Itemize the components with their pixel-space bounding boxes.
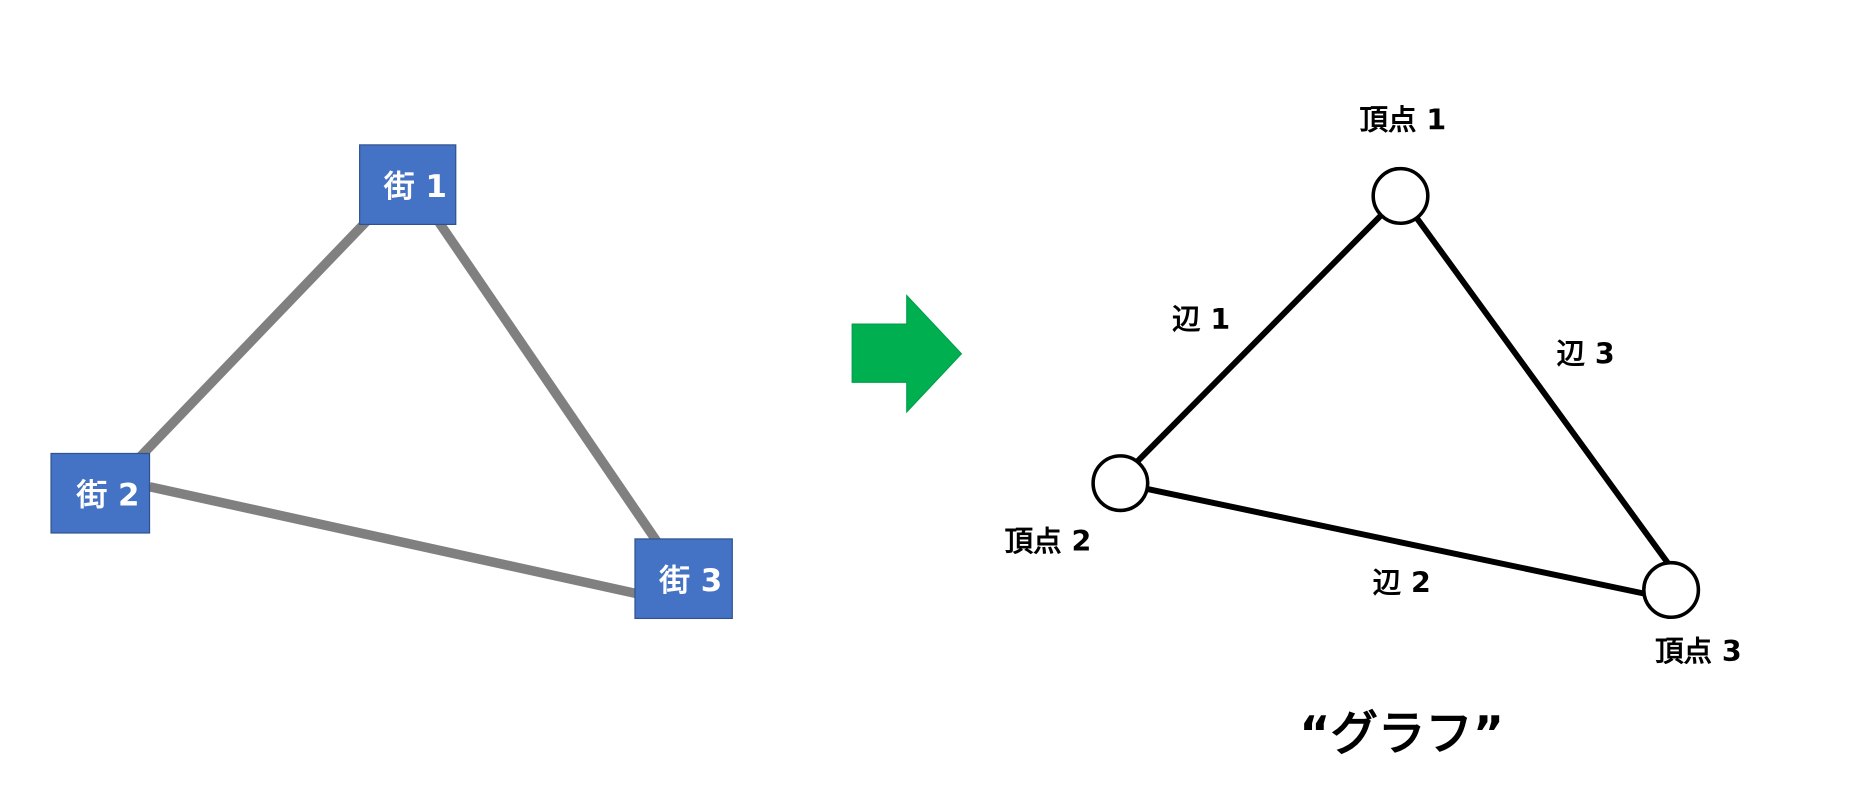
edge-2-label: 辺 2: [1373, 566, 1431, 599]
edge-1: [1134, 214, 1383, 464]
vertex-3: [1642, 560, 1701, 620]
edge-2: [1147, 486, 1645, 597]
edge-3: [1414, 216, 1670, 565]
graph-title: “グラフ”: [1299, 707, 1504, 762]
town-1-label: 街 1: [383, 169, 447, 205]
vertex-1: [1371, 166, 1430, 225]
vertex-1-label: 頂点 1: [1360, 103, 1447, 136]
vertex-2-label: 頂点 2: [1005, 525, 1092, 558]
vertex-2: [1091, 454, 1150, 513]
town-2: 街 2: [50, 452, 151, 534]
edge-1-label: 辺 1: [1172, 303, 1230, 336]
town-1: 街 1: [359, 144, 457, 225]
town-map: 街 1 街 2 街 3: [50, 144, 733, 620]
town-2-label: 街 2: [75, 478, 139, 514]
town-3-label: 街 3: [658, 563, 722, 599]
town-3: 街 3: [634, 538, 733, 620]
right-arrow-icon: [851, 294, 963, 414]
road-1-3: [431, 214, 662, 546]
road-1-2: [134, 213, 374, 463]
vertex-3-label: 頂点 3: [1655, 635, 1742, 668]
edge-3-label: 辺 3: [1557, 337, 1615, 370]
road-2-3: [148, 482, 638, 599]
abstract-graph: 頂点 1 頂点 2 頂点 3 辺 1 辺 2 辺 3 “グラフ”: [1005, 103, 1742, 762]
